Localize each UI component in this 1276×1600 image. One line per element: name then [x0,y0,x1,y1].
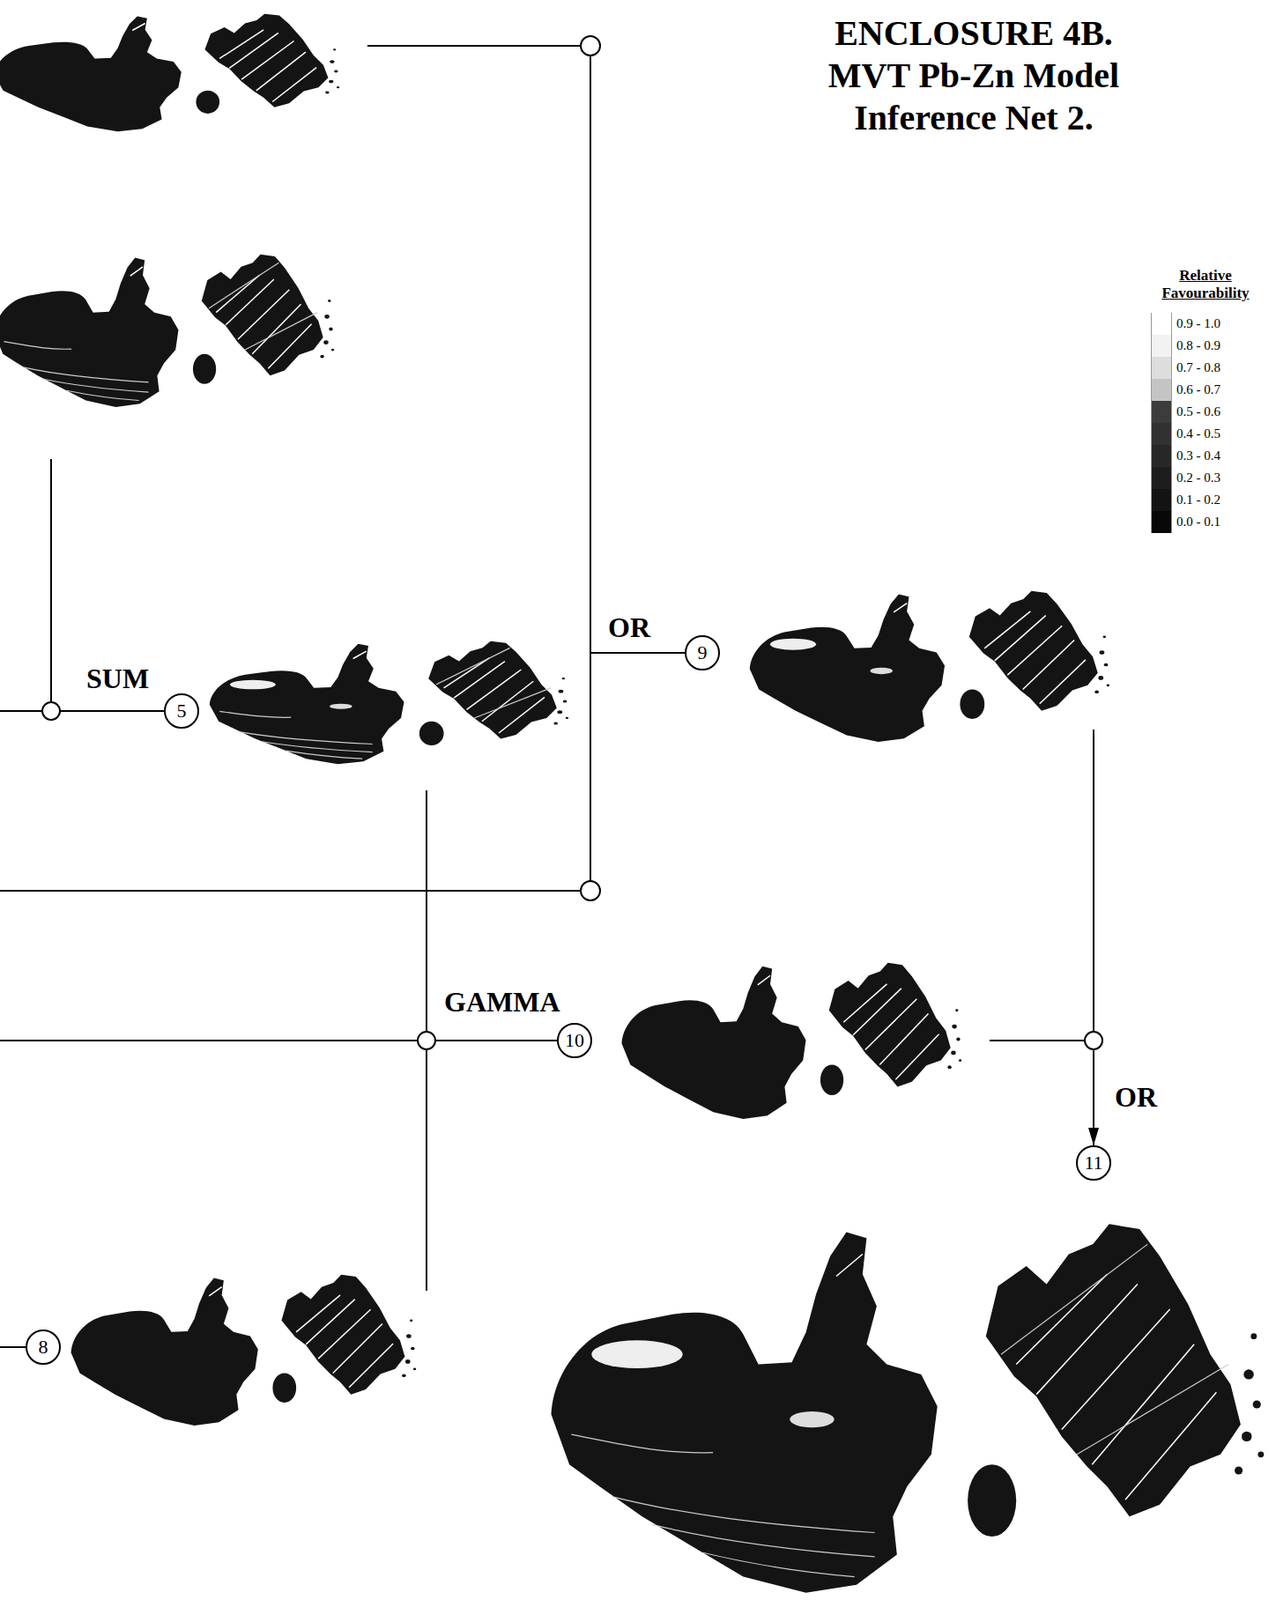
legend-text: 0.8 - 0.9 [1176,338,1221,354]
operator-label: GAMMA [444,986,561,1019]
legend-text: 0.1 - 0.2 [1176,492,1221,508]
legend-heading: Relative Favourability [1143,267,1268,302]
operation-number-circle: 10 [556,1023,593,1059]
map-stripes [3,262,318,401]
wire [989,1039,1084,1042]
wire [425,1050,428,1291]
legend-swatch [1150,378,1173,401]
legend-text: 0.9 - 1.0 [1176,316,1221,332]
callout-number: 5 [177,701,187,721]
legend-swatch [1150,511,1173,534]
legend-text: 0.4 - 0.5 [1176,426,1221,442]
connector [60,710,164,713]
legend-row: 0.5 - 0.6 [1150,400,1221,423]
map-stripes [571,1244,1229,1577]
operator-junction: SUM [41,701,61,721]
legend-text: 0.7 - 0.8 [1176,360,1221,376]
legend-swatch [1150,489,1173,512]
wire [425,790,428,1032]
connector [436,1039,557,1042]
legend-text: 0.0 - 0.1 [1176,514,1221,530]
legend-swatch [1150,400,1173,423]
callout-number: 10 [564,1031,585,1051]
maps [0,14,1264,1594]
legend-row: 0.7 - 0.8 [1150,356,1221,379]
legend-swatch [1150,334,1173,357]
map-stripes [219,647,551,759]
wire [1092,729,1095,1032]
legend-row: 0.6 - 0.7 [1150,378,1221,401]
legend-text: 0.2 - 0.3 [1176,470,1221,486]
legend-row: 0.3 - 0.4 [1150,445,1221,468]
operation-number-circle: 9 [684,635,720,671]
operator-junction: OR [1083,1031,1104,1051]
legend-text: 0.3 - 0.4 [1176,448,1221,464]
connector [590,652,685,654]
legend-swatch [1150,445,1173,468]
legend-swatch [1150,312,1173,335]
legend-row: 0.2 - 0.3 [1150,467,1221,490]
legend-swatch [1150,467,1173,490]
operator-label: OR [1114,1081,1158,1114]
wire [0,710,42,713]
callout-number: 9 [697,643,708,663]
light-patch [229,680,353,710]
operation-number-circle: 11 [1075,1145,1112,1181]
diagram-title: ENCLOSURE 4B. MVT Pb-Zn Model Inference … [797,12,1150,140]
favourability-map [71,1275,417,1426]
legend-swatch [1150,356,1173,379]
favourability-map [0,14,340,133]
legend-row: 0.1 - 0.2 [1150,489,1221,512]
legend-row: 0.9 - 1.0 [1150,312,1221,335]
legend-row: 0.8 - 0.9 [1150,334,1221,357]
wire [589,55,592,882]
light-patch [770,638,893,676]
operation-number-circle: 8 [25,1329,61,1366]
wires [0,45,1094,1348]
callout-number: 8 [38,1337,49,1358]
favourability-map [749,591,1110,742]
favourability-map [550,1224,1264,1593]
wire [367,44,581,47]
junction-circle [580,881,601,901]
wire [50,459,52,702]
legend-swatch [1150,422,1173,446]
connector [1092,1050,1095,1146]
favourability-map [0,254,334,408]
favourability-map [209,641,569,765]
legend-row: 0.0 - 0.1 [1150,511,1221,534]
operator-junction: GAMMA [416,1031,437,1051]
legend-text: 0.6 - 0.7 [1176,382,1221,398]
operator-label: SUM [86,662,149,696]
wire [0,1039,417,1042]
junctions [580,36,601,901]
legend-row: 0.4 - 0.5 [1150,422,1221,446]
junction-circle [580,36,601,56]
wire [0,1346,26,1349]
legend-text: 0.5 - 0.6 [1176,404,1221,420]
callout-number: 11 [1083,1153,1103,1173]
wire [0,890,581,892]
favourability-map [621,963,962,1120]
light-patch [591,1340,834,1428]
operation-number-circle: 5 [163,693,200,729]
legend: 0.9 - 1.0 0.8 - 0.9 0.7 - 0.8 0.6 - 0.7 0.5 … [1150,312,1221,534]
operator-label: OR [608,611,651,645]
